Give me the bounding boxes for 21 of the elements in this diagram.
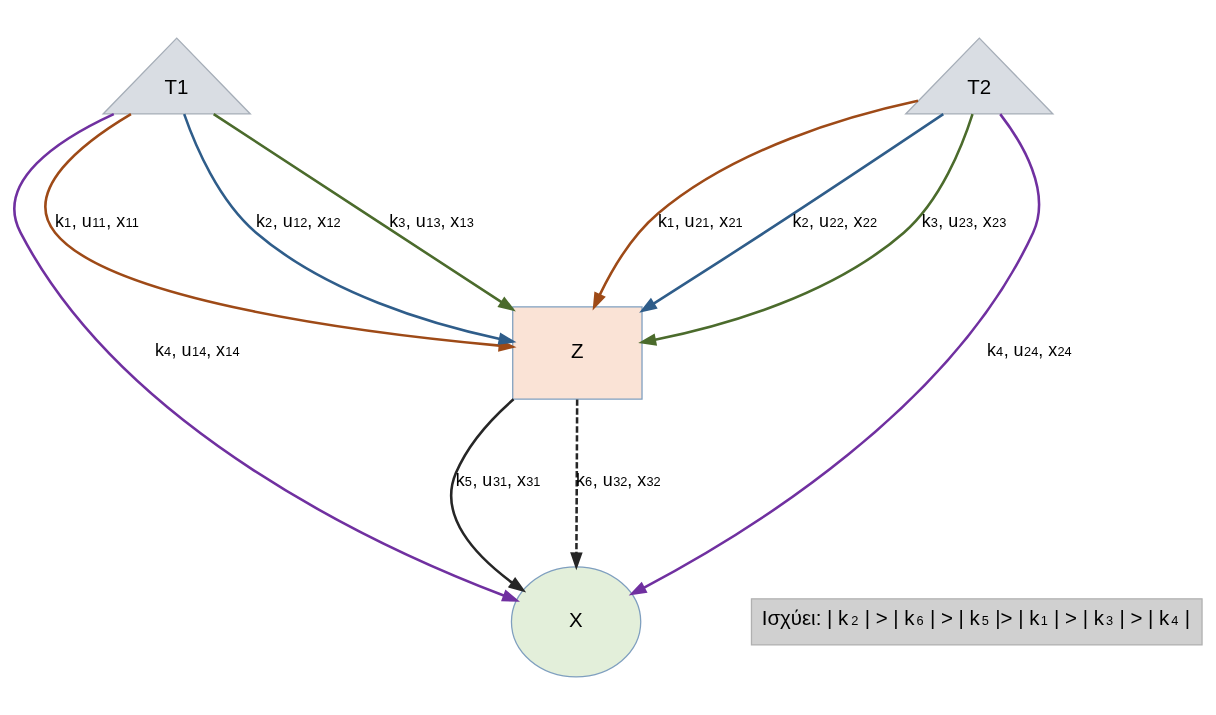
edge-label: k3, u13, x13 xyxy=(389,210,474,231)
arrow xyxy=(639,113,944,313)
arrow xyxy=(449,398,527,593)
arrow xyxy=(628,113,1041,596)
arrow xyxy=(13,112,521,602)
arrow xyxy=(212,113,516,312)
arrow xyxy=(183,113,517,345)
edge-label: k1, u11, x11 xyxy=(55,210,139,231)
edge-label: k1, u21, x21 xyxy=(658,210,743,231)
edge-label: k3, u23, x23 xyxy=(921,210,1007,231)
edge-label: k2, u12, x12 xyxy=(256,210,341,231)
arrow xyxy=(592,99,919,311)
edge-label: k2, u22, x22 xyxy=(792,210,878,231)
node-ellipse: X xyxy=(510,566,642,678)
arrow xyxy=(638,113,974,346)
node-box: Z xyxy=(512,306,643,400)
edge-label: k4, u24, x24 xyxy=(987,340,1072,361)
edge-label: k5, u31, x31 xyxy=(455,470,541,491)
edge-label: k6, u32, x32 xyxy=(576,470,661,491)
arrow xyxy=(570,399,583,571)
edge-label: k4, u14, x14 xyxy=(154,340,240,361)
